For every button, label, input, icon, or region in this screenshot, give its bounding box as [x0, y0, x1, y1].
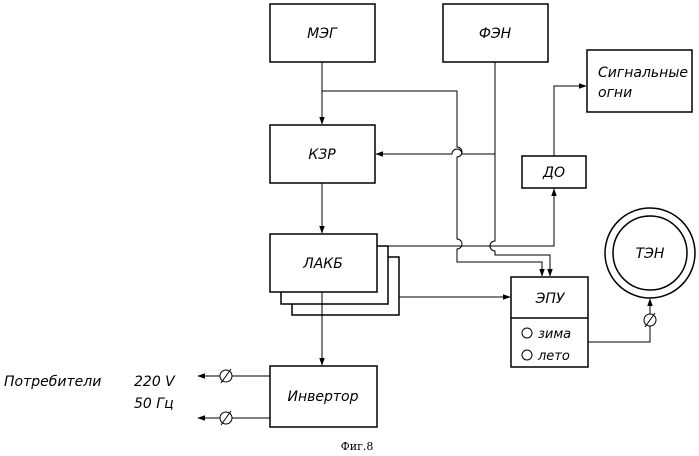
- wire-lakb-to-do: [377, 189, 554, 246]
- summer-option-radio: [522, 350, 532, 360]
- wire-do-to-signal-lights: [554, 86, 586, 156]
- consumers-frequency: 50 Гц: [134, 396, 174, 412]
- kzr-block: КЗР: [270, 125, 375, 183]
- signal-lights-label-line1: Сигнальные: [598, 65, 688, 81]
- lakb-label: ЛАКБ: [302, 256, 343, 272]
- wire-epu-to-ten: [588, 299, 650, 342]
- signal-lights-label-line2: огни: [598, 85, 632, 101]
- epu-label: ЭПУ: [535, 291, 566, 307]
- fuse-symbol-output-top: [220, 369, 232, 383]
- do-block: ДО: [522, 156, 586, 188]
- winter-option-radio: [522, 328, 532, 338]
- ten-label: ТЭН: [636, 246, 665, 262]
- kzr-label: КЗР: [308, 147, 336, 163]
- fuse-symbol-ten: [644, 313, 656, 327]
- signal-lights-block: Сигнальные огни: [587, 50, 692, 112]
- do-label: ДО: [542, 165, 565, 181]
- winter-option-label: зима: [538, 327, 571, 342]
- ten-heater: ТЭН: [605, 208, 695, 298]
- wire-fen-to-kzr: [376, 149, 495, 154]
- summer-option-label: лето: [537, 349, 570, 364]
- inverter-block: Инвертор: [270, 366, 377, 427]
- consumers-label: Потребители: [4, 374, 101, 390]
- epu-block: ЭПУ зима лето: [511, 277, 588, 367]
- meg-label: МЭГ: [307, 26, 338, 42]
- fen-label: ФЭН: [479, 26, 512, 42]
- fen-block: ФЭН: [443, 4, 548, 62]
- consumers-voltage: 220 V: [134, 374, 176, 390]
- fuse-symbol-output-bottom: [220, 411, 232, 425]
- inverter-label: Инвертор: [288, 389, 359, 405]
- meg-block: МЭГ: [270, 4, 375, 62]
- figure-caption: Фиг.8: [341, 440, 374, 453]
